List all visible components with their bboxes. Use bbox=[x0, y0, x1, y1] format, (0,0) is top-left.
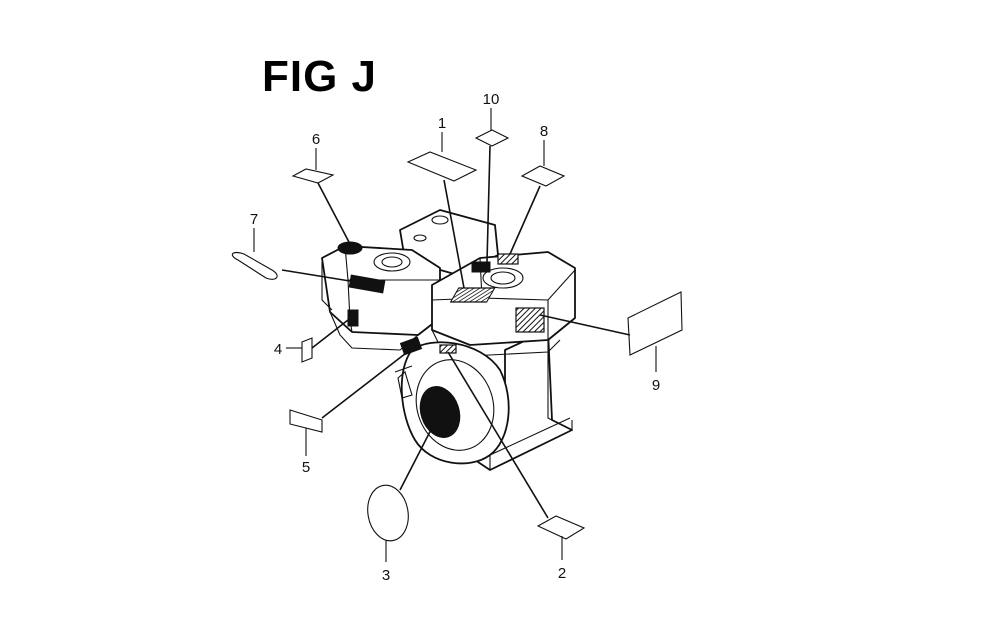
callout-2: 2 bbox=[558, 565, 566, 582]
engine-illustration bbox=[321, 209, 576, 471]
leader-10 bbox=[486, 145, 491, 263]
figure-title: FIG J bbox=[262, 52, 378, 101]
decal-5-outline bbox=[289, 409, 323, 433]
decal-4-outline bbox=[301, 337, 313, 363]
decal-9-outline bbox=[627, 291, 683, 356]
callout-10: 10 bbox=[483, 91, 500, 108]
callouts: 1 10 8 6 7 4 5 9 3 2 bbox=[250, 91, 660, 584]
recoil-center-dark bbox=[419, 386, 461, 438]
leader-7 bbox=[281, 269, 357, 283]
leader-1 bbox=[443, 179, 465, 289]
decal-starter-top bbox=[399, 336, 423, 356]
decal-2-outline bbox=[536, 515, 586, 540]
decal-tank-side bbox=[515, 307, 545, 333]
callout-9: 9 bbox=[652, 377, 660, 394]
callout-1: 1 bbox=[438, 115, 446, 132]
decal-7-outline bbox=[231, 252, 278, 280]
decal-3-outline bbox=[367, 484, 409, 542]
leader-2 bbox=[447, 351, 549, 519]
decal-side-small bbox=[347, 309, 359, 327]
leader-8 bbox=[509, 185, 541, 255]
callout-8: 8 bbox=[540, 123, 548, 140]
callout-4: 4 bbox=[274, 341, 282, 358]
decal-6-outline bbox=[291, 168, 335, 184]
callout-7: 7 bbox=[250, 211, 258, 228]
decal-1-outline bbox=[406, 151, 478, 182]
leader-3 bbox=[399, 419, 437, 491]
callout-3: 3 bbox=[382, 567, 390, 584]
decal-fuel-tank-front bbox=[449, 287, 496, 303]
callout-6: 6 bbox=[312, 131, 320, 148]
leader-5 bbox=[321, 349, 411, 419]
decal-10-outline bbox=[474, 129, 510, 147]
leader-9 bbox=[539, 314, 631, 336]
decal-starter-right bbox=[439, 344, 457, 354]
callout-5: 5 bbox=[302, 459, 310, 476]
leader-lines bbox=[281, 145, 631, 519]
decal-8-outline bbox=[520, 165, 566, 187]
leader-4 bbox=[311, 319, 349, 349]
leader-6 bbox=[317, 182, 351, 245]
decal-tank-top-left bbox=[471, 261, 491, 273]
decal-outlines bbox=[231, 129, 683, 542]
decal-tank-top-right bbox=[497, 253, 519, 265]
